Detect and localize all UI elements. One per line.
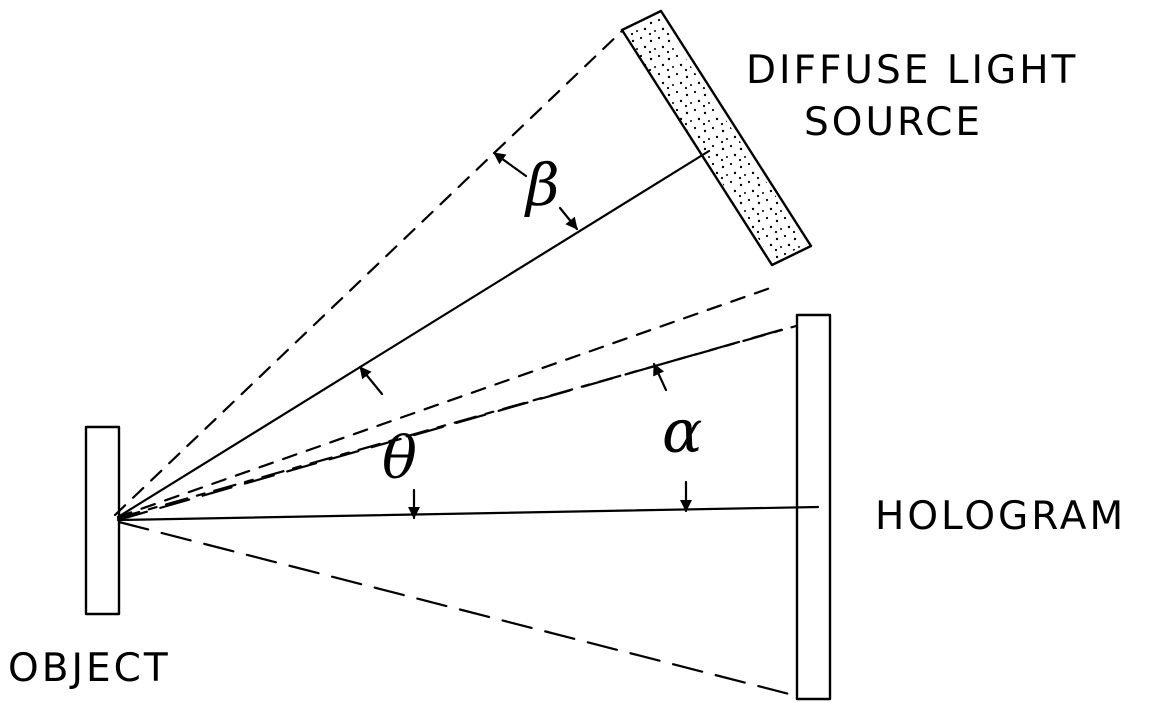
alpha-angle-label: α <box>662 397 703 467</box>
light-upper-boundary-ray <box>113 29 624 517</box>
diffuse-light-source-speckle <box>624 16 807 261</box>
beta-angle-label: β <box>524 151 560 219</box>
hologram-axis-ray <box>117 505 820 522</box>
hologram-lower-ray <box>117 520 799 698</box>
light-lower-boundary-ray <box>116 284 778 519</box>
hologram-upper-ray <box>116 325 793 522</box>
hologram-label: HOLOGRAM <box>875 494 1126 539</box>
diffuse-light-source-label-line1: DIFFUSE LIGHT <box>746 48 1078 93</box>
light-source-axis-ray <box>116 149 711 519</box>
beta-arrow-upper <box>492 151 528 178</box>
alpha-arrow-upper <box>652 362 668 392</box>
theta-angle-label: θ <box>382 424 417 492</box>
beta-arrow-lower <box>558 206 579 231</box>
theta-arrow-upper <box>358 365 384 396</box>
object-label: OBJECT <box>8 646 171 691</box>
object-plate <box>84 425 121 616</box>
diffuse-light-source-label-line2: SOURCE <box>804 100 983 145</box>
